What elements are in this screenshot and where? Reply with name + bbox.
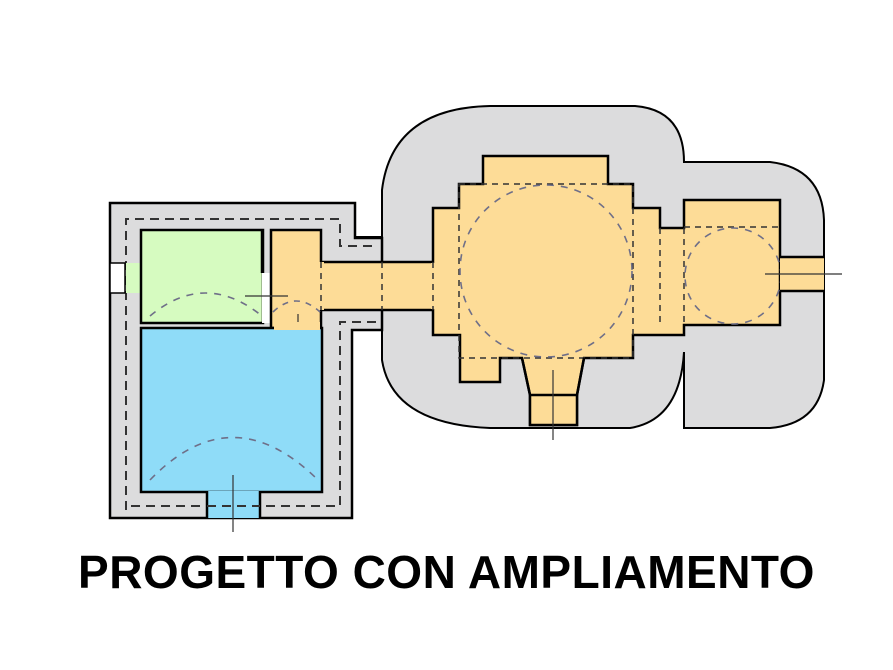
blue-room — [139, 326, 324, 494]
vestibule — [269, 228, 323, 330]
diagram-caption: PROGETTO CON AMPLIAMENTO — [78, 546, 815, 598]
green-room — [139, 228, 265, 325]
west-window — [109, 262, 126, 294]
corridor — [318, 262, 434, 310]
central-dome-outline — [459, 184, 633, 358]
